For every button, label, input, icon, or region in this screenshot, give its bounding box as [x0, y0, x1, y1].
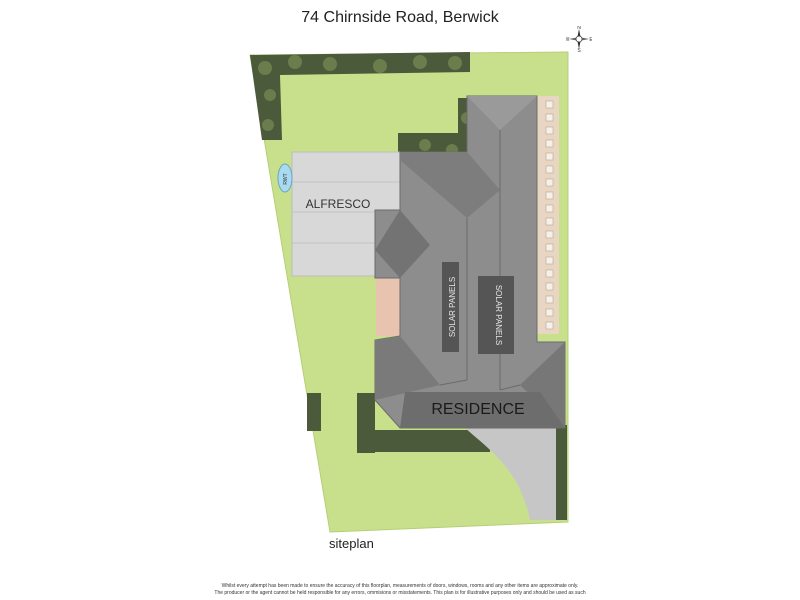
alfresco-label: ALFRESCO: [306, 197, 371, 211]
residence-roof: [374, 95, 566, 429]
disclaimer-line-2: The producer or the agent cannot be held…: [214, 590, 586, 596]
solar-panel-array-1: [442, 262, 459, 352]
rainwater-tank: [277, 163, 293, 193]
disclaimer-line-1: Whilst every attempt has been made to en…: [221, 583, 579, 589]
solar-panels-label-1: SOLAR PANELS: [448, 277, 457, 337]
deck-strip: [537, 96, 559, 334]
page-title: 74 Chirnside Road, Berwick: [301, 9, 499, 26]
rwt-label: RWT: [283, 173, 289, 184]
deck-posts: [545, 100, 554, 330]
compass-s: S: [577, 48, 581, 52]
driveway: [465, 428, 556, 520]
residence-label: RESIDENCE: [431, 401, 524, 418]
solar-panels-label-2: SOLAR PANELS: [494, 285, 503, 345]
solar-panel-array-2: [478, 276, 514, 354]
compass-e: E: [589, 37, 592, 43]
side-deck: [376, 278, 400, 336]
compass-n: N: [577, 26, 581, 31]
compass-w: W: [566, 37, 570, 43]
siteplan-caption: siteplan: [329, 536, 374, 551]
compass-icon: N S W E: [566, 26, 592, 52]
